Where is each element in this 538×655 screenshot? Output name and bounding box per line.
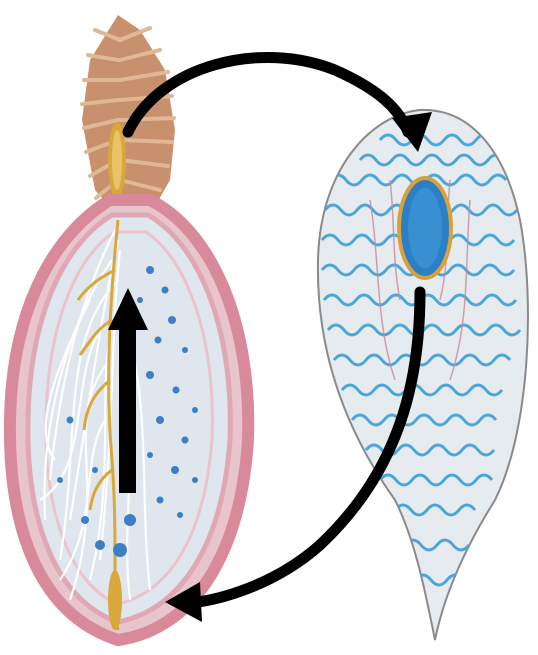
right-specimen — [318, 110, 528, 640]
left-specimen-crest — [82, 15, 175, 215]
right-specimen-nucleus — [399, 178, 451, 278]
